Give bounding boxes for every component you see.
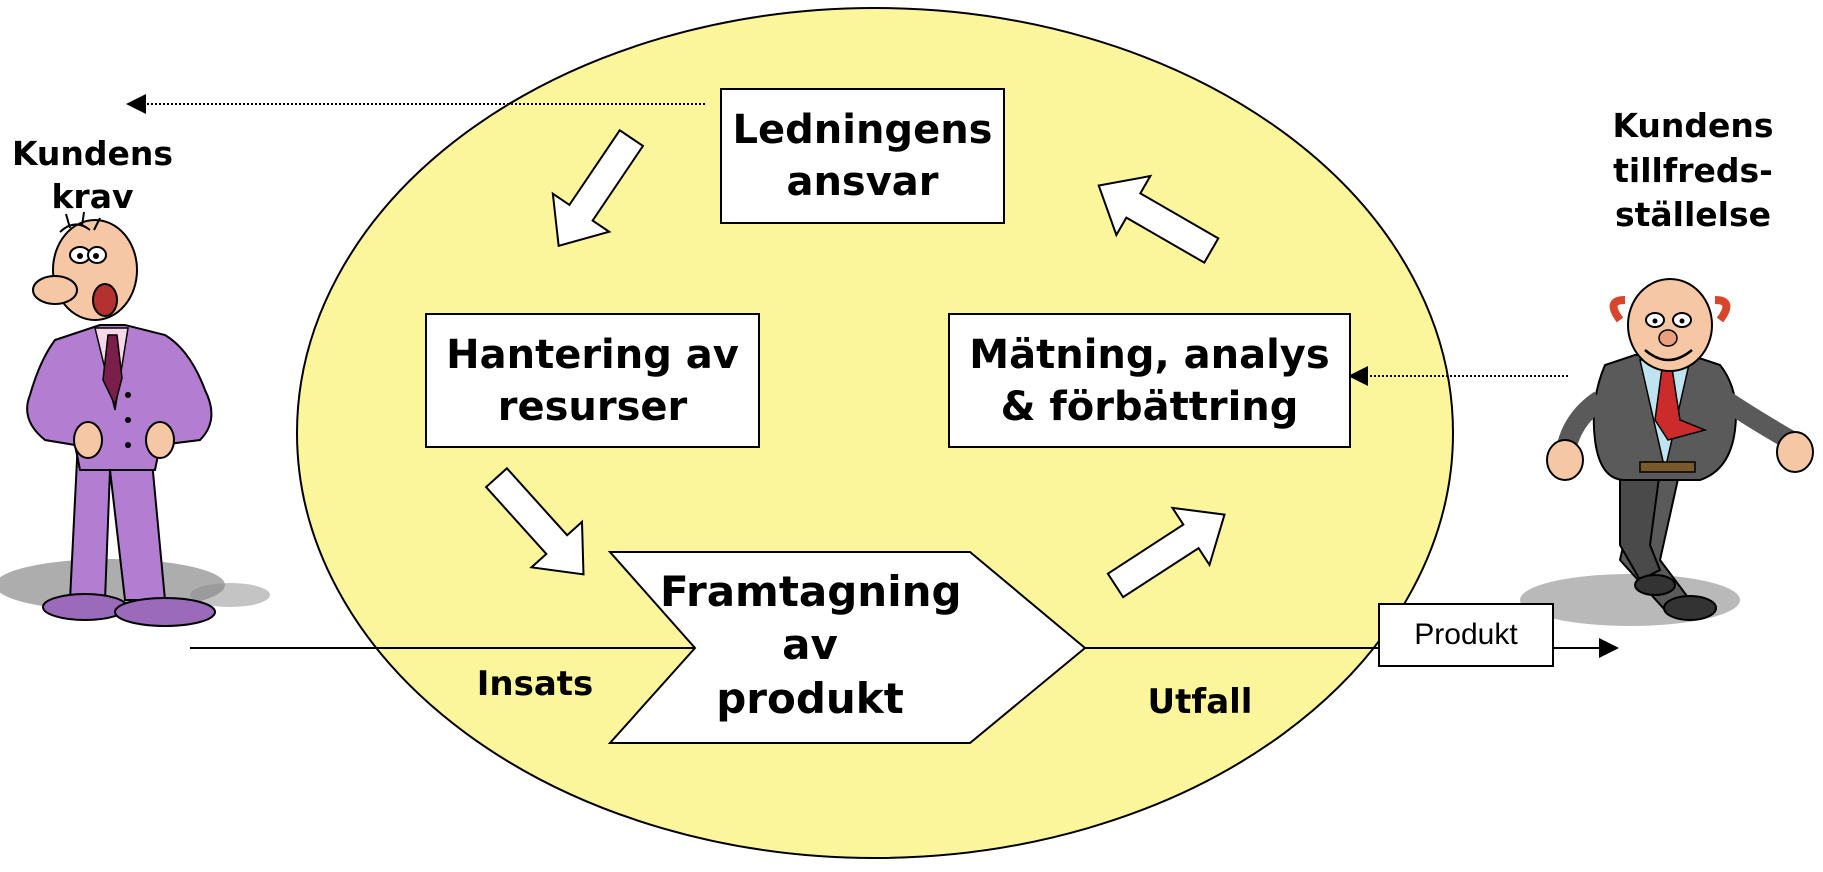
block-arrow-hantering-to-framtagning [484,466,585,576]
angry-customer-icon [0,211,270,627]
hantering-line2: resurser [497,383,688,430]
kundens-krav-line2: krav [51,176,134,216]
block-arrow-matning-to-ledning [1097,174,1220,264]
utfall-label: Utfall [1147,682,1253,722]
matning-line2: & förbättring [1000,383,1299,430]
produkt-box: Produkt [1378,603,1554,667]
matning-analys-box: Mätning, analys & förbättring [948,313,1351,448]
kundens-krav-line1: Kundens [11,134,174,173]
produkt-label: Produkt [1414,618,1518,651]
tillfreds-line3: ställelse [1614,195,1772,235]
ledningens-line2: ansvar [786,159,939,205]
ledningens-line1: Ledningens [732,107,993,153]
kundens-tillfredsstallelse-label: Kundens tillfreds- ställelse [1588,104,1798,238]
framtagning-label: Framtagning av produkt [660,565,962,725]
tillfreds-line2: tillfreds- [1613,150,1773,190]
hantering-av-resurser-box: Hantering av resurser [425,313,760,448]
happy-customer-icon [1520,278,1814,626]
matning-line1: Mätning, analys [969,331,1330,378]
framtagning-line2: av [782,620,838,670]
framtagning-line1: Framtagning [660,567,962,616]
tillfreds-line1: Kundens [1612,106,1774,145]
block-arrow-framtagning-to-matning [1106,506,1226,599]
insats-label: Insats [476,664,594,704]
framtagning-line3: produkt [716,673,904,723]
hantering-line1: Hantering av [446,331,739,378]
block-arrow-ledning-to-hantering [551,128,645,248]
framtagning-shape [607,551,1087,744]
kundens-krav-label: Kundens krav [10,133,175,219]
ledningens-ansvar-box: Ledningens ansvar [720,88,1005,224]
